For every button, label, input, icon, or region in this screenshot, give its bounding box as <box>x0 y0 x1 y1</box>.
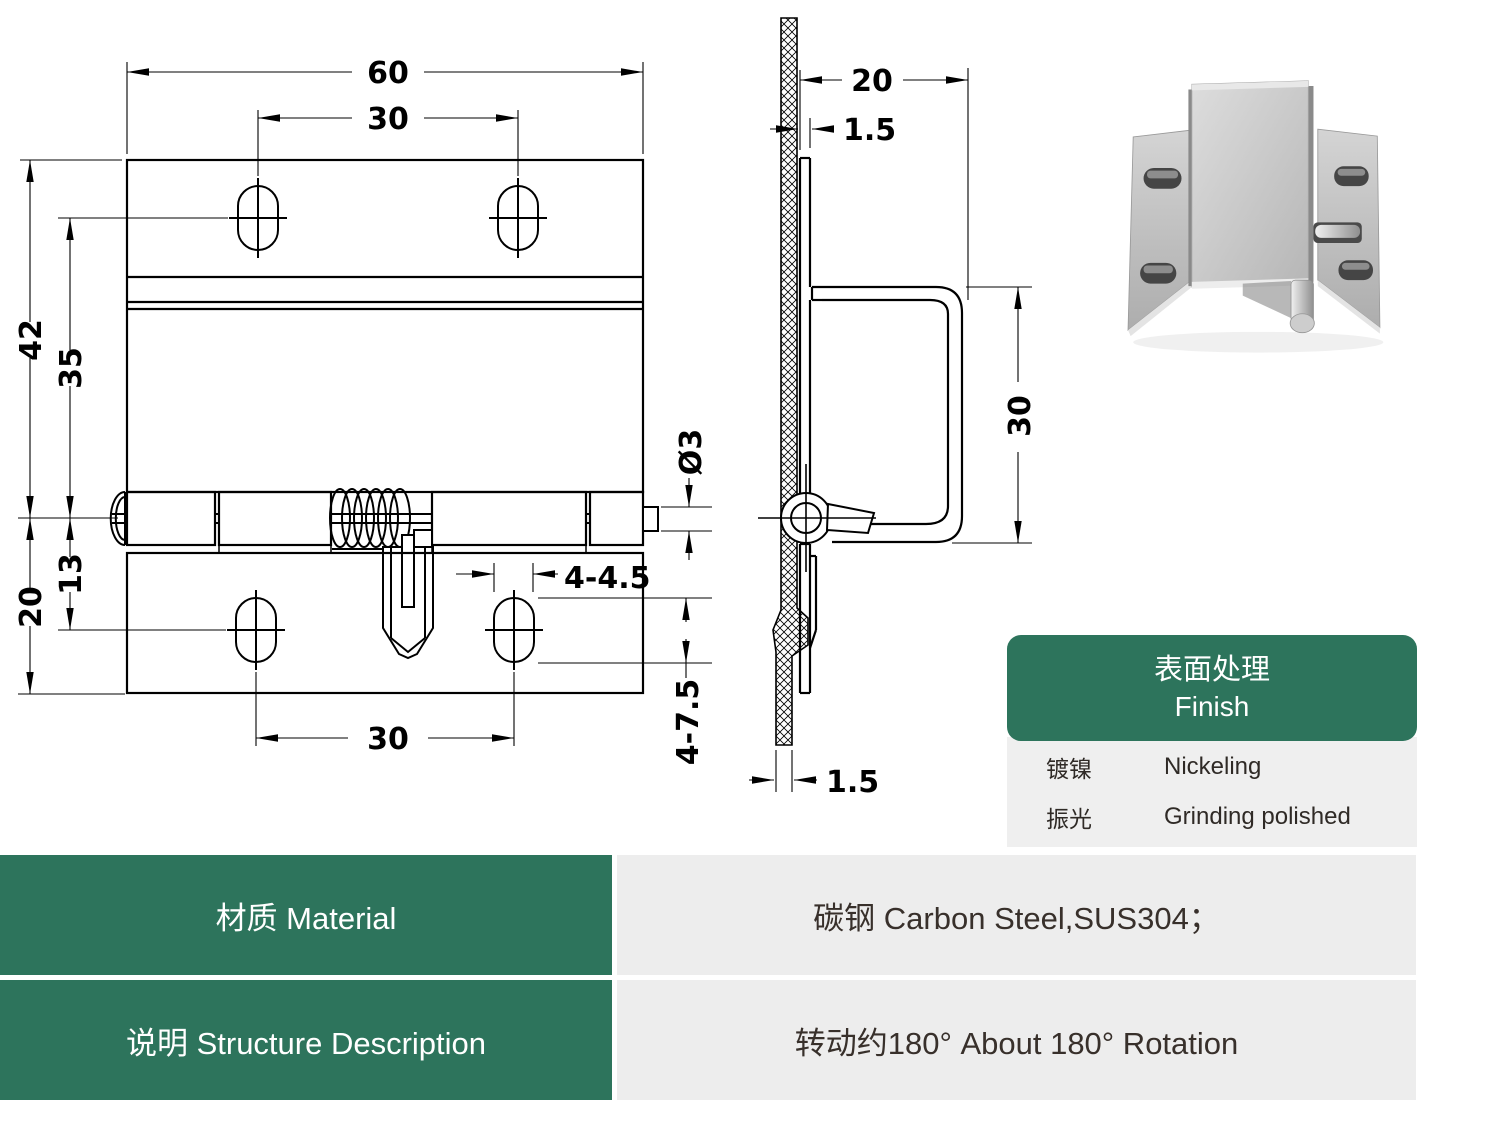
dim-top-hole-spacing: 30 <box>367 102 409 137</box>
bottom-slot-holes <box>227 590 543 670</box>
finish-row-grinding: 振光 Grinding polished <box>1007 792 1417 842</box>
photo-shadow <box>1133 331 1384 353</box>
dim-pin-to-bottom-edge: 20 <box>14 586 49 628</box>
latch-plug <box>382 529 434 660</box>
finish-cn-label: 振光 <box>1046 806 1092 832</box>
finish-table-body: 镀镍 Nickeling 振光 Grinding polished <box>1007 737 1417 847</box>
dim-slot-width: 4-4.5 <box>564 561 650 596</box>
spec-structure-label: 说明 Structure Description <box>0 980 612 1100</box>
dim-overall-width: 60 <box>367 56 409 91</box>
spring-coil <box>329 488 412 550</box>
finish-cn-label: 镀镍 <box>1046 756 1092 782</box>
pivot-knuckle <box>758 464 876 572</box>
side-view: 20 1.5 30 1.5 <box>749 17 1038 800</box>
technical-drawing: 60 30 42 35 13 20 Ø3 4-4.5 4-7.5 30 <box>14 17 1038 800</box>
dim-plate-thickness: 1.5 <box>843 113 896 148</box>
dim-bottom-hole-spacing: 30 <box>367 722 409 757</box>
finish-en-label: Grinding polished <box>1164 803 1351 830</box>
dim-leg-length: 30 <box>1003 395 1038 437</box>
product-photo <box>1127 80 1384 353</box>
spec-material-label: 材质 Material <box>0 855 612 975</box>
front-view: 60 30 42 35 13 20 Ø3 4-4.5 4-7.5 30 <box>14 56 712 765</box>
hinge-photo-center-plate <box>1188 80 1314 289</box>
dim-leaf-depth: 20 <box>851 64 893 99</box>
hinge-photo-left-wing <box>1127 129 1193 337</box>
dim-top-hole-to-pin: 35 <box>54 347 89 389</box>
wall-panel-section <box>772 17 809 746</box>
dim-overall-height: 42 <box>14 319 49 361</box>
spec-structure-value: 转动约180° About 180° Rotation <box>617 980 1416 1100</box>
dim-pin-diameter: Ø3 <box>674 429 709 475</box>
hinge-photo-right-wing <box>1313 128 1381 334</box>
top-slot-holes <box>229 178 547 258</box>
dim-panel-thickness: 1.5 <box>826 765 879 800</box>
dim-pin-to-bottom-hole: 13 <box>54 553 89 595</box>
finish-row-nickeling: 镀镍 Nickeling <box>1007 742 1417 792</box>
finish-en-label: Nickeling <box>1164 753 1262 780</box>
finish-table-header: 表面处理 Finish <box>1007 635 1417 741</box>
finish-title-en: Finish <box>1174 691 1250 722</box>
hinge-photo-pin <box>1242 279 1315 334</box>
dim-slot-length: 4-7.5 <box>671 679 706 765</box>
finish-title-cn: 表面处理 <box>1153 654 1270 686</box>
spec-material-value: 碳钢 Carbon Steel,SUS304； <box>617 855 1416 975</box>
pin-end-cap <box>1289 313 1315 334</box>
